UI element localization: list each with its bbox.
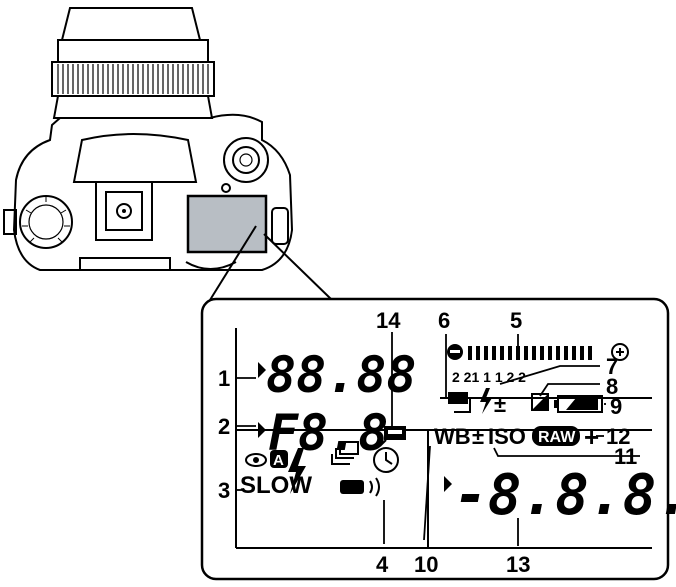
hot-shoe [95,181,153,241]
flash-compensation-icon: ± [480,388,506,417]
exposure-scale-ticks: 2 21 1 1 2 2 [452,369,526,385]
camera-illustration [3,7,294,271]
exposure-scale: 2 21 1 1 2 2 [447,343,629,385]
aperture-digits: 8.8 [298,404,388,462]
svg-text:A: A [273,452,284,469]
self-timer-icon [373,439,399,473]
sequential-drive-icon [331,441,359,465]
flash-bolt-icon [288,448,306,494]
callout-7: 7 [606,354,618,379]
focus-ring [51,61,215,97]
mode-dial [19,195,73,249]
callout-9: 9 [610,394,622,419]
card-icon [384,426,406,440]
iso-plusminus-label: ± [472,424,484,449]
battery-icon [554,395,603,413]
white-balance-label: WB [434,424,471,449]
callout-5: 5 [510,308,522,333]
callout-13: 13 [506,552,530,577]
callout-3: 3 [218,478,230,503]
raw-label: RAW [538,429,576,446]
callout-6: 6 [438,308,450,333]
remote-control-icon [340,477,380,497]
callout-11: 11 [614,444,637,469]
shutter-indicator-triangle [258,362,266,378]
top-lcd-panel [186,194,268,254]
shutter-speed-digits: 88.88 [266,346,417,404]
slow-sync-label: SLOW [240,472,312,499]
aperture-indicator-triangle [258,422,266,438]
iso-label: ISO [488,424,526,449]
exposure-compensation-icon [531,393,549,411]
callout-2: 2 [218,414,230,439]
counter-indicator-triangle [444,476,452,492]
raw-badge [532,426,580,446]
bracketing-icon [448,392,471,413]
svg-text:±: ± [494,392,506,417]
callout-leaders [236,332,640,546]
callout-12: 12 [606,424,630,449]
shutter-button [223,137,269,183]
frame-counter-digits: -8.8.8.8 [454,463,676,528]
red-eye-icon [245,453,267,467]
callout-10: 10 [414,552,438,577]
auto-a-icon: A [270,450,288,469]
callout-8: 8 [606,374,618,399]
callout-1: 1 [218,366,230,391]
callout-14: 14 [376,308,401,333]
plus-label: + [584,422,599,452]
callout-4: 4 [376,552,389,577]
